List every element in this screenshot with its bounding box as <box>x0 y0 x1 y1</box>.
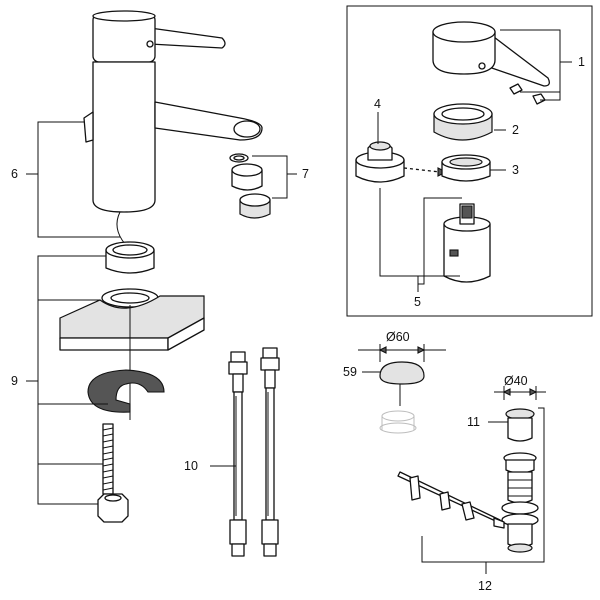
callout-5: 5 <box>414 295 421 309</box>
retaining-ring <box>441 154 491 182</box>
mixing-cartridge <box>443 203 491 283</box>
cover-sleeve <box>433 103 493 141</box>
callout-6: 6 <box>11 167 18 181</box>
lever-handle <box>432 21 550 105</box>
supply-hoses <box>228 347 280 557</box>
faucet-body <box>83 10 263 245</box>
callout-7: 7 <box>302 167 309 181</box>
thread-lines <box>102 427 114 491</box>
callout-3: 3 <box>512 163 519 177</box>
callout-11: 11 <box>467 415 480 429</box>
callout-12: 12 <box>478 579 492 593</box>
callout-10: 10 <box>184 459 198 473</box>
waste-assembly <box>397 386 546 553</box>
mounting-hardware <box>59 241 205 523</box>
dimension-d40: Ø40 <box>504 374 528 388</box>
cartridge-nut <box>355 141 405 183</box>
callout-4: 4 <box>374 97 381 111</box>
inset-detail-frame <box>346 5 593 317</box>
callout-59: 59 <box>343 365 357 379</box>
dimension-d60: Ø60 <box>386 330 410 344</box>
popup-plug-cap <box>358 344 446 434</box>
aerator-set <box>229 153 271 219</box>
callout-2: 2 <box>512 123 519 137</box>
callout-1: 1 <box>578 55 585 69</box>
callout-9: 9 <box>11 374 18 388</box>
